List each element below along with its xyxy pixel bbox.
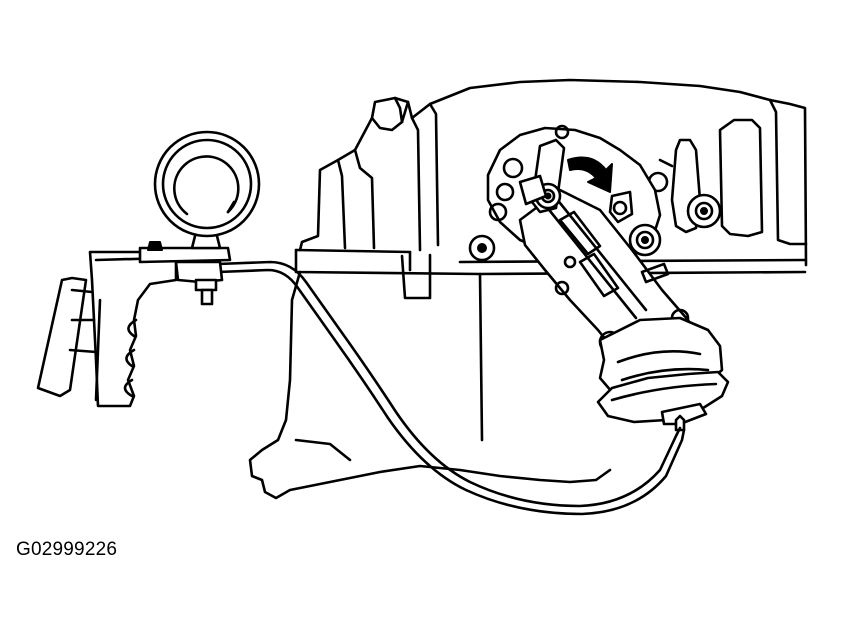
vacuum-hose <box>216 260 686 516</box>
vacuum-gauge-icon <box>153 130 261 238</box>
throttle-body-assembly <box>468 124 730 432</box>
hand-vacuum-pump-icon <box>36 130 261 408</box>
figure-id-label: G02999226 <box>16 539 118 560</box>
rotation-arrow-icon <box>567 156 613 193</box>
